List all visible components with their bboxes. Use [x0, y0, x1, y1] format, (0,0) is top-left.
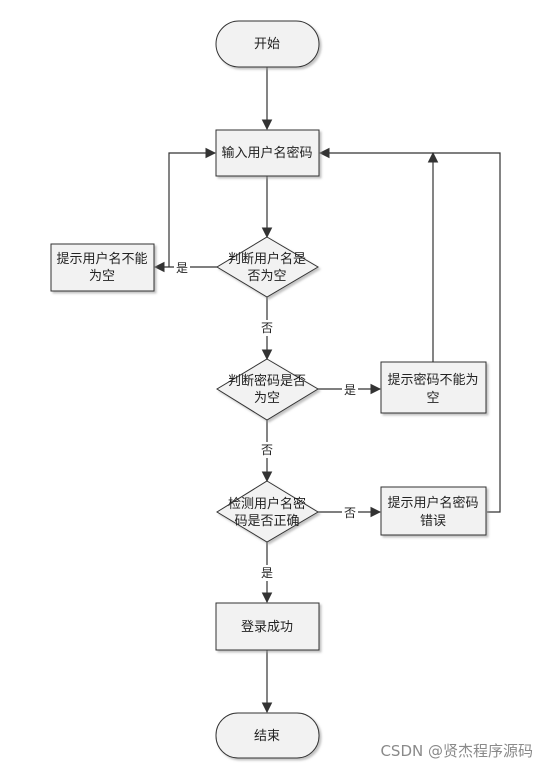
node-check-user-empty — [216, 236, 319, 298]
node-verify — [216, 480, 319, 543]
node-hint-user-empty — [50, 243, 155, 292]
node-end-label: 结束 — [254, 729, 280, 744]
node-success — [215, 602, 320, 651]
label-user-empty-yes: 是 — [176, 261, 188, 275]
node-hint-user-empty-line1: 提示用户名不能 — [56, 251, 147, 267]
label-pwd-empty-no: 否 — [261, 443, 273, 457]
node-verify-line2: 码是否正确 — [234, 514, 299, 529]
edge-hint-wrong-to-input — [318, 147, 501, 513]
label-user-empty-no: 否 — [261, 321, 273, 335]
label-pwd-empty-yes: 是 — [344, 383, 356, 397]
node-start — [215, 20, 320, 68]
node-input — [215, 129, 320, 177]
watermark: CSDN @贤杰程序源码 — [380, 742, 533, 760]
node-hint-wrong — [380, 486, 487, 536]
label-verify-no: 否 — [344, 506, 356, 520]
node-hint-wrong-line2: 错误 — [420, 514, 446, 529]
node-hint-wrong-line1: 提示用户名密码 — [387, 495, 478, 511]
node-start-label: 开始 — [254, 37, 280, 52]
node-check-pwd-empty — [216, 358, 319, 421]
node-check-user-empty-line2: 否为空 — [247, 269, 286, 284]
node-success-label: 登录成功 — [241, 620, 293, 635]
node-check-user-empty-line1: 判断用户名是 — [228, 251, 306, 267]
node-check-pwd-empty-line2: 为空 — [254, 391, 280, 406]
node-check-pwd-empty-line1: 判断密码是否 — [228, 373, 306, 389]
node-hint-pwd-empty-line2: 空 — [426, 391, 439, 406]
node-hint-pwd-empty — [380, 361, 487, 414]
node-hint-user-empty-line2: 为空 — [89, 269, 115, 284]
node-input-label: 输入用户名密码 — [221, 145, 312, 161]
label-verify-yes: 是 — [261, 566, 273, 580]
node-hint-pwd-empty-line1: 提示密码不能为 — [387, 372, 478, 388]
node-verify-line1: 检测用户名密 — [228, 496, 306, 512]
node-end — [215, 712, 320, 759]
edge-hint-user-to-input — [168, 147, 217, 267]
